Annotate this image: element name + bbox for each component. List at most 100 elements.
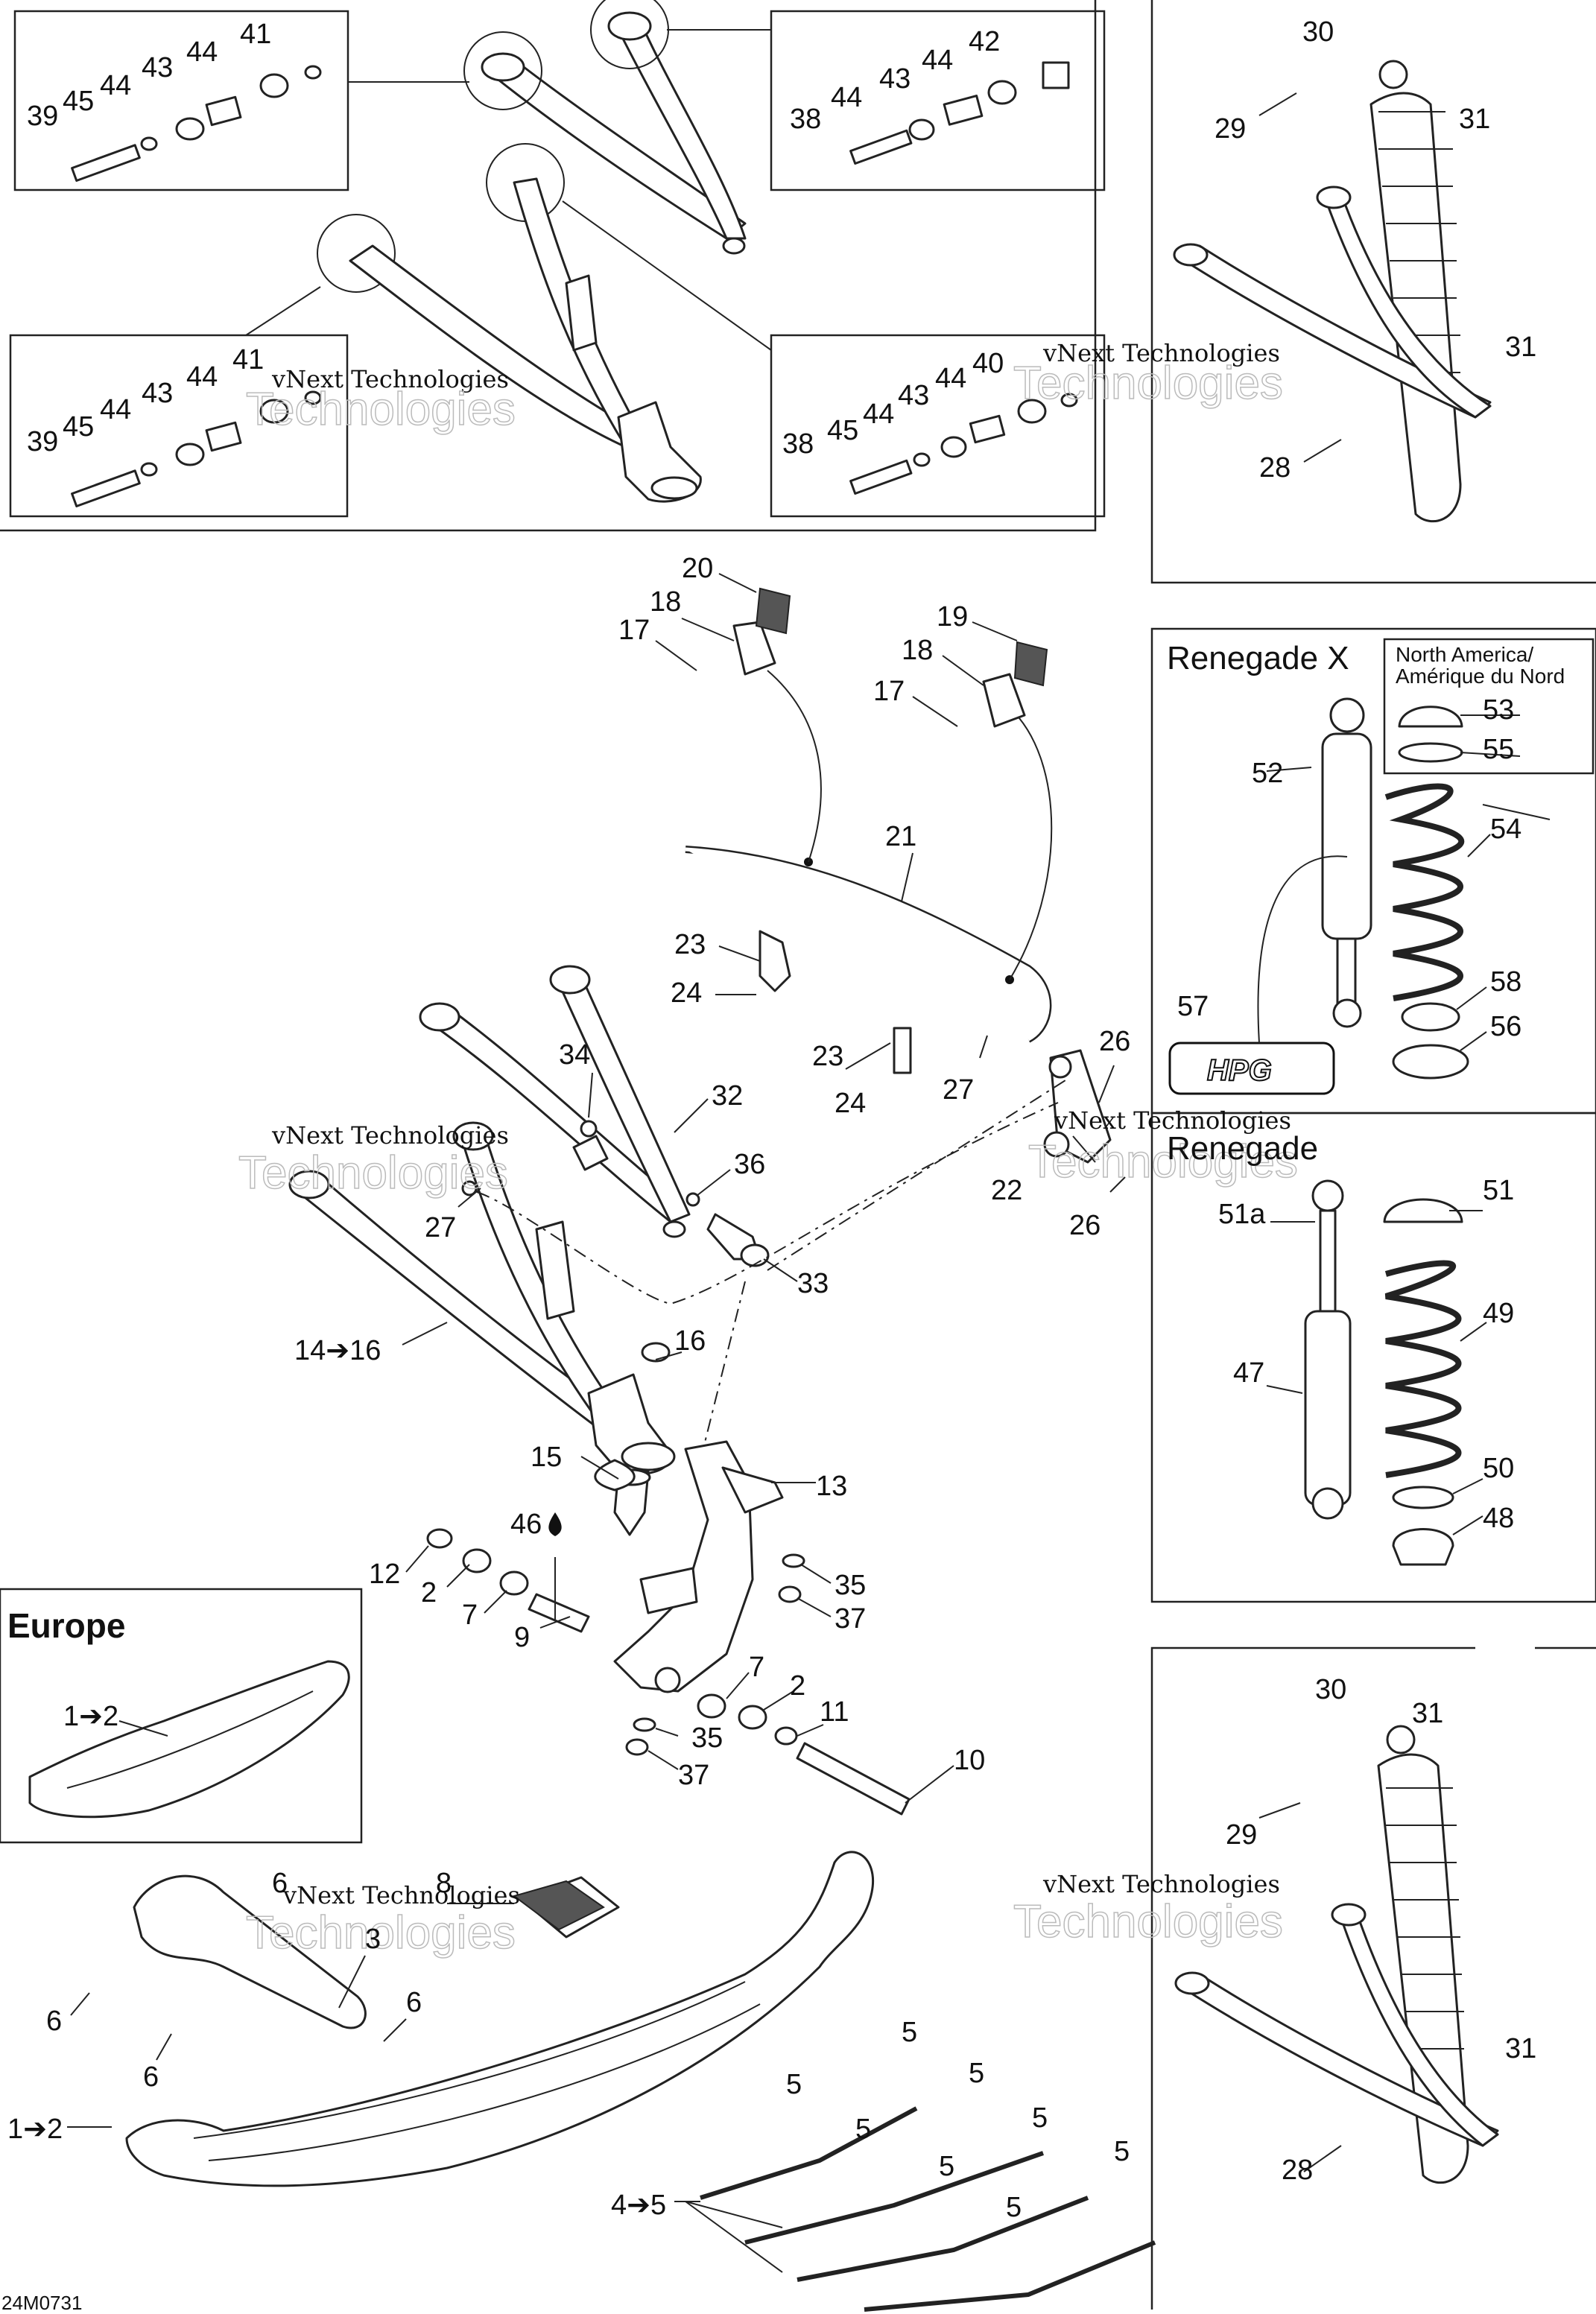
drawing-code: 24M0731 (1, 2292, 82, 2314)
watermark-line2: Technologies (1013, 1896, 1283, 1947)
watermark-line1: vNext Technologies (271, 1121, 509, 1150)
callout-label: 43 (142, 378, 173, 409)
callout-label: 24 (835, 1088, 866, 1119)
callout-label: 9 (514, 1622, 530, 1653)
callout-label: 23 (812, 1041, 843, 1072)
callout-label: 5 (902, 2017, 917, 2048)
watermark-line2: Technologies (238, 1147, 508, 1199)
watermark-line2: Technologies (1013, 358, 1283, 409)
callout-label: 44 (922, 45, 953, 76)
renegade-box (1150, 1112, 1596, 1603)
shock-bottom-right (1174, 1725, 1499, 2184)
callout-label: 50 (1483, 1453, 1514, 1484)
callout-label: 29 (1215, 113, 1246, 145)
callout-label: 51 (1483, 1175, 1514, 1206)
callout-label: 47 (1233, 1357, 1264, 1389)
callout-label: 6 (46, 2006, 62, 2037)
callout-label: 44 (186, 361, 218, 393)
callout-label: 44 (831, 82, 862, 113)
watermark-line2: Technologies (246, 384, 516, 435)
callout-label: 5 (939, 2151, 954, 2182)
watermarks: vNext Technologies Technologies vNext Te… (238, 339, 1298, 1959)
callout-label: 57 (1177, 991, 1209, 1022)
callout-label: 19 (937, 601, 968, 633)
callout-label: 15 (531, 1442, 562, 1473)
callout-label: 31 (1505, 2033, 1536, 2064)
watermark-line1: vNext Technologies (1054, 1106, 1291, 1135)
callout-label: 36 (734, 1149, 765, 1180)
callout-label: 54 (1490, 814, 1521, 845)
callout-label: 26 (1099, 1026, 1130, 1057)
callout-label: 44 (935, 363, 966, 394)
magnify-circle-1 (463, 31, 542, 110)
callout-label: 56 (1490, 1011, 1521, 1042)
callout-label: 43 (879, 63, 911, 95)
renegade-components (1304, 1179, 1463, 1566)
hpg-logo-text: HPG (1207, 1054, 1272, 1087)
callout-label: 28 (1259, 452, 1291, 484)
callout-label: 1➔2 (63, 1701, 118, 1732)
callout-label: 28 (1282, 2155, 1313, 2186)
callout-label: 5 (1006, 2192, 1022, 2223)
callout-label: 37 (678, 1760, 709, 1791)
renegade-title: Renegade (1167, 1130, 1318, 1167)
watermark-line1: vNext Technologies (271, 365, 509, 393)
callout-label: 49 (1483, 1298, 1514, 1329)
callout-label: 30 (1302, 16, 1334, 48)
callout-label: 27 (943, 1074, 974, 1106)
upper-a-arm-top (317, 0, 747, 293)
callout-label: 4➔5 (611, 2190, 666, 2221)
callout-label: 32 (712, 1080, 743, 1112)
dashed-center-lines (476, 1080, 1066, 1461)
callout-label: 23 (674, 929, 706, 960)
callout-leaders (67, 92, 1551, 2273)
callout-label: 18 (902, 635, 933, 666)
europe-ski (28, 1660, 350, 1819)
callout-label: 3 (365, 1924, 381, 1955)
ski-runners (700, 2106, 1156, 2312)
region-note-line2: Amérique du Nord (1396, 665, 1565, 688)
callout-label: 43 (898, 380, 929, 411)
callout-label: 17 (618, 615, 650, 646)
spindle-hardware (426, 1528, 911, 1816)
callout-label: 51a (1218, 1199, 1266, 1230)
callout-label: 2 (421, 1577, 437, 1608)
callout-label: 48 (1483, 1503, 1514, 1534)
callout-label: 13 (816, 1471, 847, 1502)
callout-label: 6 (406, 1987, 422, 2018)
callout-label: 7 (749, 1652, 764, 1683)
callout-label: 31 (1505, 332, 1536, 363)
callout-label: 10 (954, 1745, 985, 1776)
callout-label: 33 (797, 1268, 829, 1299)
callout-label: 17 (873, 676, 905, 707)
callout-label: 52 (1252, 758, 1283, 789)
callout-label: 40 (972, 348, 1004, 379)
shock-top-right (1173, 60, 1492, 522)
region-note-line1: North America/ (1396, 643, 1533, 666)
right-top-frame (1150, 0, 1596, 584)
callout-label: 45 (63, 86, 94, 117)
callout-label: 44 (863, 399, 894, 430)
callout-label: 12 (369, 1559, 400, 1590)
callout-label: 18 (650, 586, 681, 618)
lower-a-arm-top (349, 177, 702, 503)
callout-label: 58 (1490, 966, 1521, 998)
callout-label: 43 (142, 52, 173, 83)
callout-label: 5 (855, 2114, 871, 2145)
callout-label: 31 (1412, 1698, 1443, 1729)
callout-label: 5 (1114, 2136, 1130, 2167)
callout-label: 8 (436, 1868, 452, 1899)
callout-label: 29 (1226, 1819, 1257, 1851)
oil-drop-icon (548, 1512, 562, 1536)
callout-label: 26 (1069, 1210, 1101, 1241)
inset-hardware (71, 61, 1078, 508)
callout-label: 2 (790, 1670, 805, 1702)
callout-label: 22 (991, 1175, 1022, 1206)
callout-label: 42 (969, 26, 1000, 57)
main-lower-a-arm (288, 1121, 676, 1476)
callout-label: 46 (510, 1509, 542, 1540)
hpg-logo-frame (1168, 1042, 1335, 1095)
callout-label: 7 (462, 1600, 478, 1631)
callout-label: 37 (835, 1603, 866, 1635)
top-left-frame (0, 0, 1097, 532)
